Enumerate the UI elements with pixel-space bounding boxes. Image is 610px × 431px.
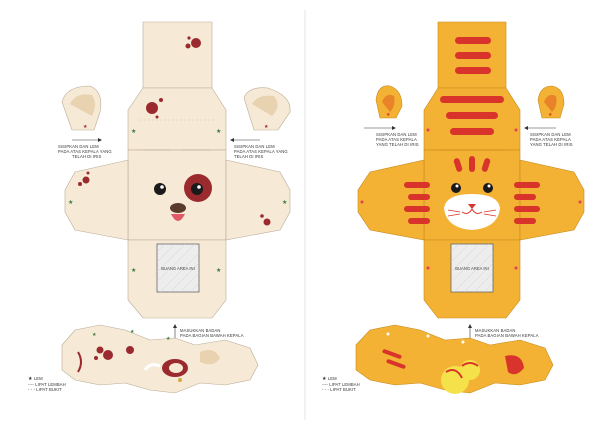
cat-eye-right	[483, 183, 493, 193]
dog-glue-star: ★	[131, 267, 136, 274]
dog-spot	[159, 98, 163, 102]
svg-text:★: ★	[83, 124, 88, 130]
legend-item: - - - LIPAT BUKIT	[28, 387, 62, 392]
legend-item: ★ LEM	[28, 376, 43, 382]
dog-head-top	[127, 87, 227, 151]
dog-left-panel	[64, 159, 129, 241]
svg-text:★: ★	[264, 124, 269, 130]
dog-face-panel	[127, 149, 227, 241]
dog-glue-star: ★	[216, 128, 221, 135]
cat-body	[355, 324, 554, 394]
dog-glue-star: ★	[216, 267, 221, 274]
cat-left-ear-instruction: SISIPKAN DAN LEM PADA ATAS KEPALA YANG T…	[376, 132, 419, 147]
dog-spot	[146, 102, 158, 114]
svg-text:★: ★	[130, 329, 135, 335]
dog-spot	[187, 36, 191, 40]
legend-item: ★ LEM	[322, 376, 337, 382]
dog-left-ear-instruction: SISIPKAN DAN LEM PADA ATAS KEPALA YANG T…	[58, 144, 112, 159]
cat-window-label: BUANG AREA INI	[455, 266, 489, 271]
cat-muzzle	[444, 194, 500, 230]
dog-spot	[260, 214, 264, 218]
dog-body	[61, 324, 259, 394]
dog-spot	[82, 176, 90, 184]
cat-eye-left	[451, 183, 461, 193]
dog-tongue	[171, 214, 185, 221]
dog-spot	[191, 38, 201, 48]
dog-spot	[185, 43, 191, 49]
dog-spot	[86, 171, 90, 175]
dog-window-label: BUANG AREA INI	[161, 266, 195, 271]
dog-spot	[78, 182, 82, 186]
cat-nose	[468, 204, 476, 209]
dog-nose	[170, 203, 186, 213]
dog-body-instruction: MASUKKAN BADAN PADA BAGIAN BAWAH KEPALA	[180, 328, 244, 338]
dog-top-flap	[142, 21, 213, 89]
cat-right-ear-instruction: SISIPKAN DAN LEM PADA ATAS KEPALA YANG T…	[530, 132, 573, 147]
legend-item: - - - LIPAT BUKIT	[322, 387, 356, 392]
legend-item: ---- LIPAT LEMBAH	[322, 382, 360, 387]
dog-glue-star: ★	[68, 199, 73, 206]
cat-body-instruction: MASUKKAN BADAN PADA BAGIAN BAWAH KEPALA	[475, 328, 539, 338]
svg-text:★: ★	[386, 112, 391, 118]
dog-eye-left	[154, 183, 166, 195]
dog-glue-star: ★	[282, 199, 287, 206]
dog-spot	[155, 115, 159, 119]
svg-text:★: ★	[166, 336, 171, 342]
dog-right-panel	[225, 159, 291, 241]
dog-glue-star: ★	[131, 128, 136, 135]
dog-right-ear-instruction: SISIPKAN DAN LEM PADA ATAS KEPALA YANG T…	[234, 144, 288, 159]
dog-legend: ★ LEM ---- LIPAT LEMBAH - - - LIPAT BUKI…	[28, 376, 66, 392]
cat-legend: ★ LEM ---- LIPAT LEMBAH - - - LIPAT BUKI…	[322, 376, 360, 392]
legend-item: ---- LIPAT LEMBAH	[28, 382, 66, 387]
dog-spot	[263, 218, 271, 226]
cat-template: ★ ★	[355, 21, 585, 394]
dog-template: ★ ★ ★ ★ ★ ★ ★ ★ ★ ★ ★	[61, 21, 291, 394]
svg-text:★: ★	[92, 332, 97, 338]
svg-text:★: ★	[548, 112, 553, 118]
dog-eye-right	[191, 183, 203, 195]
cat-left-panel	[357, 159, 425, 241]
